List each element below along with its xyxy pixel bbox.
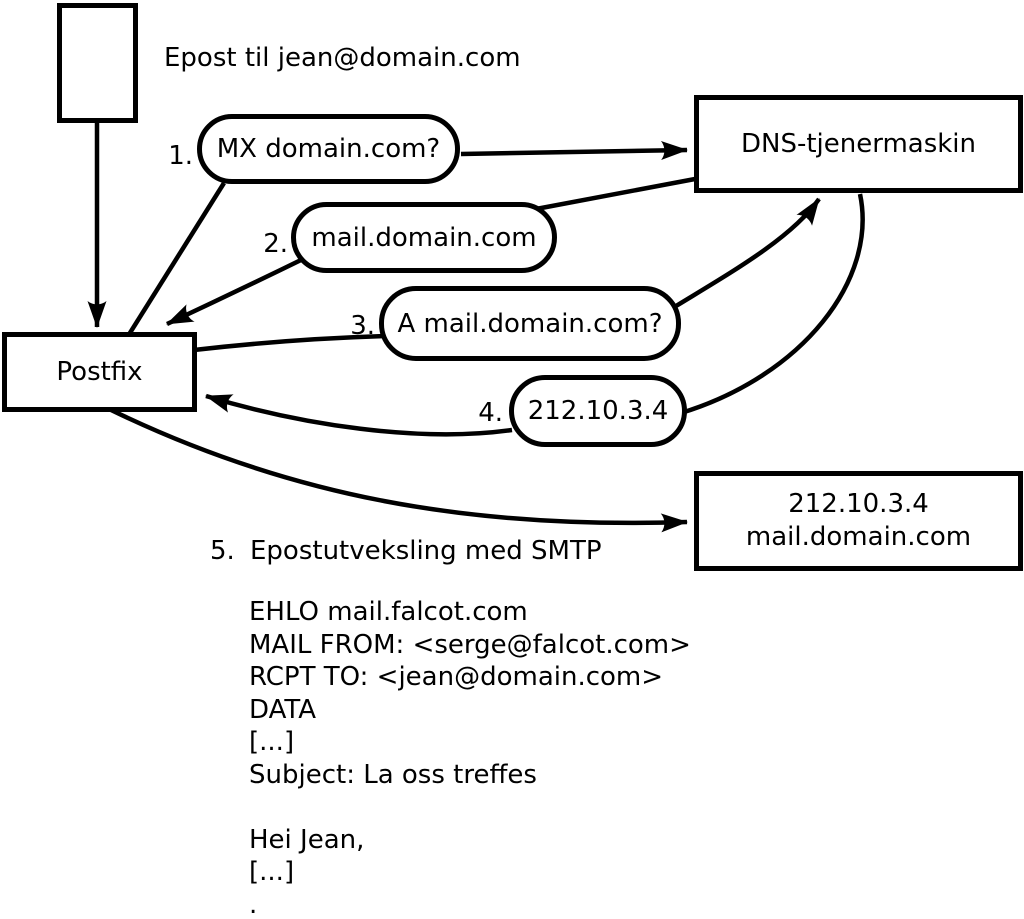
postfix-node: Postfix xyxy=(2,332,197,412)
line-postfix-to-query3 xyxy=(193,333,389,353)
dns-server-label: DNS-tjenermaskin xyxy=(740,128,977,159)
step-number-5: 5. xyxy=(210,536,235,566)
arrow-query3-to-dns xyxy=(674,197,821,308)
envelope-box xyxy=(57,3,138,123)
step-number-2: 2. xyxy=(263,229,288,259)
arrow-reply2-to-postfix xyxy=(166,257,302,327)
bubble-a-reply-label: 212.10.3.4 xyxy=(527,396,669,426)
line-dns-to-reply2 xyxy=(535,176,696,212)
line-query1-to-postfix xyxy=(126,181,226,338)
bubble-mx-reply: mail.domain.com xyxy=(291,202,557,273)
line-dns-to-reply4 xyxy=(680,193,865,416)
bubble-a-query: A mail.domain.com? xyxy=(379,286,681,361)
arrow-query1-to-dns xyxy=(460,140,688,160)
arrow-postfix-to-mailserver xyxy=(108,406,688,533)
dns-server-node: DNS-tjenermaskin xyxy=(694,95,1023,193)
step-number-3: 3. xyxy=(350,311,375,341)
bubble-mx-query-label: MX domain.com? xyxy=(216,134,441,164)
mail-server-node: 212.10.3.4 mail.domain.com xyxy=(694,471,1023,571)
arrow-reply4-to-postfix xyxy=(205,393,513,437)
bubble-a-query-label: A mail.domain.com? xyxy=(397,308,663,339)
bubble-mx-query: MX domain.com? xyxy=(197,114,460,184)
smtp-session-text: EHLO mail.falcot.com MAIL FROM: <serge@f… xyxy=(249,597,691,919)
postfix-label: Postfix xyxy=(56,356,143,387)
step-number-4: 4. xyxy=(478,398,503,428)
email-title: Epost til jean@domain.com xyxy=(164,43,521,73)
bubble-a-reply: 212.10.3.4 xyxy=(509,375,687,447)
step-5-label: Epostutveksling med SMTP xyxy=(250,536,602,566)
mail-server-hostname: mail.domain.com xyxy=(745,522,972,552)
step-number-1: 1. xyxy=(168,141,193,171)
mail-server-ip: 212.10.3.4 xyxy=(788,489,929,519)
bubble-mx-reply-label: mail.domain.com xyxy=(311,222,537,253)
